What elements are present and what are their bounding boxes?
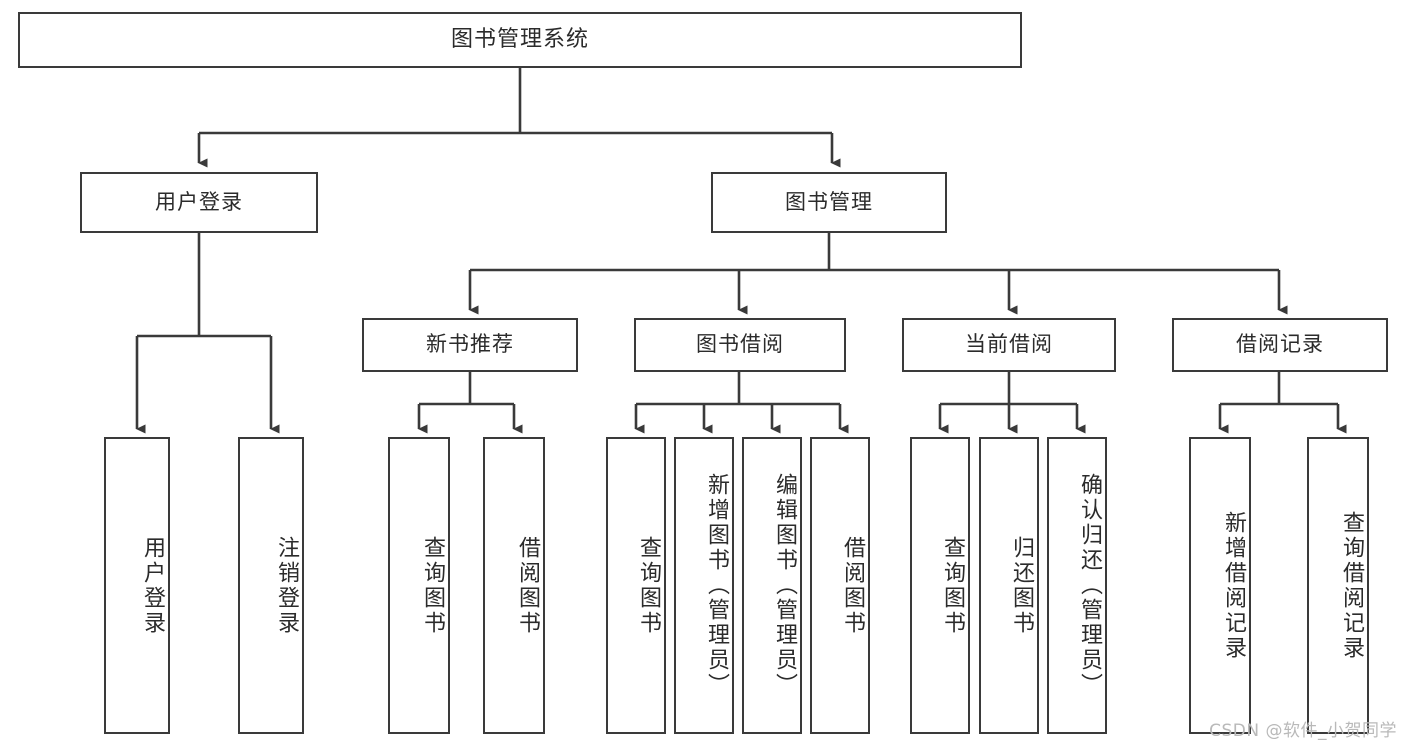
node-user-login[interactable]: 用户登录	[80, 172, 318, 233]
node-book-management-label: 图书管理	[785, 189, 873, 214]
leaf-add-borrow-record[interactable]: 新增借阅记录	[1189, 437, 1251, 734]
node-borrow-record-label: 借阅记录	[1236, 332, 1324, 357]
leaf-return-book[interactable]: 归还图书	[979, 437, 1039, 734]
leaf-edit-book-admin[interactable]: 编辑图书（管理员）	[742, 437, 802, 734]
leaf-query-book-recommend-label: 查询图书	[420, 535, 445, 636]
node-user-login-label: 用户登录	[155, 189, 243, 214]
node-new-book-recommend[interactable]: 新书推荐	[362, 318, 578, 372]
leaf-query-book-borrow[interactable]: 查询图书	[606, 437, 666, 734]
node-book-management[interactable]: 图书管理	[711, 172, 947, 233]
leaf-query-borrow-record-label: 查询借阅记录	[1339, 510, 1364, 661]
leaf-add-book-admin-label: 新增图书（管理员）	[704, 473, 729, 698]
leaf-user-login[interactable]: 用户登录	[104, 437, 170, 734]
leaf-query-book-current-label: 查询图书	[940, 535, 965, 636]
leaf-confirm-return-admin[interactable]: 确认归还（管理员）	[1047, 437, 1107, 734]
node-root-label: 图书管理系统	[450, 26, 589, 52]
leaf-add-borrow-record-label: 新增借阅记录	[1221, 510, 1246, 661]
node-current-borrow[interactable]: 当前借阅	[902, 318, 1116, 372]
node-root-system[interactable]: 图书管理系统	[18, 12, 1022, 68]
leaf-query-book-recommend[interactable]: 查询图书	[388, 437, 450, 734]
leaf-borrow-book-recommend-label: 借阅图书	[515, 535, 540, 636]
leaf-query-book-borrow-label: 查询图书	[636, 535, 661, 636]
node-book-borrow[interactable]: 图书借阅	[634, 318, 846, 372]
leaf-logout[interactable]: 注销登录	[238, 437, 304, 734]
watermark: CSDN @软件_小贺同学	[1209, 721, 1397, 741]
leaf-query-book-current[interactable]: 查询图书	[910, 437, 970, 734]
leaf-user-login-label: 用户登录	[140, 535, 165, 636]
leaf-query-borrow-record[interactable]: 查询借阅记录	[1307, 437, 1369, 734]
node-new-book-recommend-label: 新书推荐	[426, 332, 514, 357]
leaf-return-book-label: 归还图书	[1009, 535, 1034, 636]
leaf-logout-label: 注销登录	[274, 535, 299, 636]
node-book-borrow-label: 图书借阅	[696, 332, 784, 357]
node-borrow-record[interactable]: 借阅记录	[1172, 318, 1388, 372]
leaf-borrow-book-label: 借阅图书	[840, 535, 865, 636]
leaf-borrow-book[interactable]: 借阅图书	[810, 437, 870, 734]
leaf-add-book-admin[interactable]: 新增图书（管理员）	[674, 437, 734, 734]
leaf-edit-book-admin-label: 编辑图书（管理员）	[772, 473, 797, 698]
leaf-borrow-book-recommend[interactable]: 借阅图书	[483, 437, 545, 734]
node-current-borrow-label: 当前借阅	[965, 332, 1053, 357]
leaf-confirm-return-admin-label: 确认归还（管理员）	[1077, 473, 1102, 698]
